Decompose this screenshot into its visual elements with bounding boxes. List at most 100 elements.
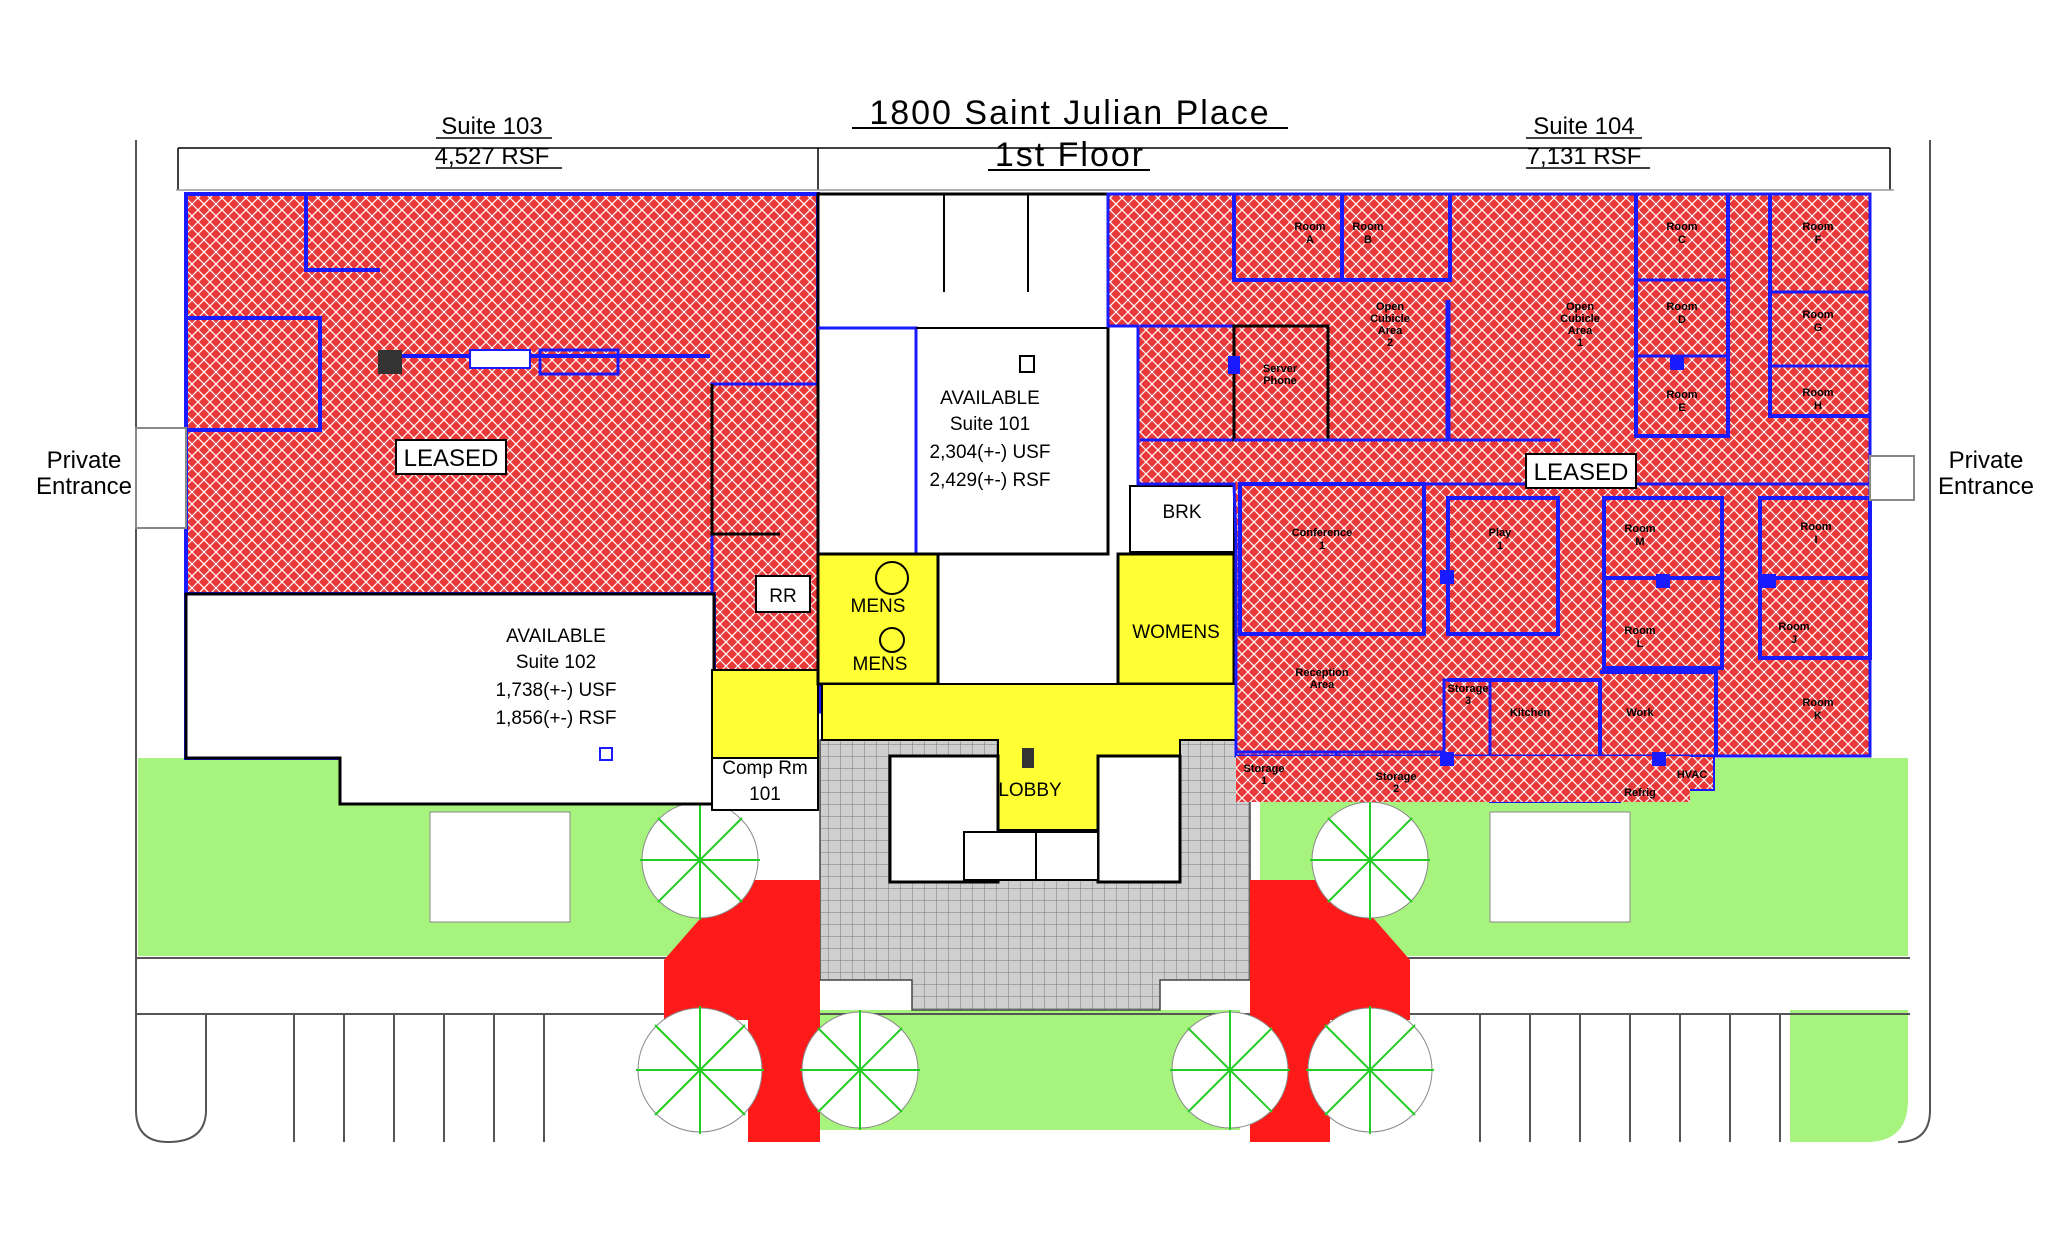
open2-l4: 2 — [1387, 337, 1393, 349]
suite-101-status: AVAILABLE — [940, 388, 1040, 409]
comp-rm-label: Comp Rm — [722, 758, 808, 779]
room-a-label: Room — [1294, 221, 1325, 233]
open1-l2: Cubicle — [1560, 313, 1600, 325]
parking — [135, 140, 1931, 1144]
suite-102-name: Suite 102 — [516, 652, 596, 673]
rr-box — [755, 575, 811, 613]
conference-l2: 1 — [1319, 540, 1325, 552]
open1-l3: Area — [1568, 325, 1593, 337]
room-k-label: Room — [1802, 697, 1833, 709]
suite-101-rsf: 2,429(+-) RSF — [930, 470, 1051, 491]
open2-l1: Open — [1376, 301, 1404, 313]
refrig-label: Refrig — [1624, 787, 1656, 799]
hvac-label: HVAC — [1677, 769, 1707, 781]
trees — [636, 800, 1434, 1134]
lobby-label: LOBBY — [998, 780, 1062, 801]
play-l1: Play — [1489, 527, 1513, 539]
room-g-label: Room — [1802, 309, 1833, 321]
room-b-label: Room — [1352, 221, 1383, 233]
leased-label-103: LEASED — [404, 445, 499, 472]
suite-102-usf: 1,738(+-) USF — [496, 680, 617, 701]
room-f-label: Room — [1802, 221, 1833, 233]
restrooms — [816, 552, 1236, 686]
suite-103-rsf: 4,527 RSF — [435, 143, 550, 170]
room-a-letter: A — [1306, 234, 1314, 246]
planter-left — [664, 880, 820, 1142]
suite-101 — [816, 192, 1140, 556]
suite-101-name: Suite 101 — [950, 414, 1030, 435]
storage1-l1: Storage — [1244, 763, 1285, 775]
brk-label: BRK — [1162, 502, 1201, 523]
room-k-letter: K — [1814, 710, 1822, 722]
entrance-right-line1: Private — [1949, 447, 2024, 474]
room-d-label: Room — [1666, 301, 1697, 313]
open2-l3: Area — [1378, 325, 1403, 337]
reception-l2: Area — [1310, 679, 1335, 691]
room-e-letter: E — [1678, 402, 1685, 414]
suite-101-usf: 2,304(+-) USF — [930, 442, 1051, 463]
suite-104-name: Suite 104 — [1533, 113, 1634, 140]
entrance-stubs — [135, 427, 1915, 529]
storage3-l2: 3 — [1465, 695, 1471, 707]
walkway-right — [1489, 811, 1631, 923]
storage1-l2: 1 — [1261, 775, 1267, 787]
leased-label-104: LEASED — [1534, 459, 1629, 486]
floor-title: 1st Floor — [995, 136, 1145, 174]
play-l2: 1 — [1497, 540, 1503, 552]
work-label: Work — [1626, 707, 1654, 719]
kitchen-label: Kitchen — [1510, 707, 1551, 719]
room-m-label: Room — [1624, 523, 1655, 535]
womens-label: WOMENS — [1132, 622, 1220, 643]
suite-103 — [184, 192, 822, 714]
server-l1: Server — [1263, 363, 1298, 375]
room-i-letter: I — [1814, 534, 1817, 546]
suite-102 — [184, 592, 819, 811]
mens-lower-label: MENS — [853, 654, 908, 675]
storage2-l2: 2 — [1393, 783, 1399, 795]
entrance-left-line1: Private — [47, 447, 122, 474]
mens-upper-label: MENS — [851, 596, 906, 617]
suite-103-name: Suite 103 — [441, 113, 542, 140]
open2-l2: Cubicle — [1370, 313, 1410, 325]
open1-l1: Open — [1566, 301, 1594, 313]
room-c-label: Room — [1666, 221, 1697, 233]
room-h-letter: H — [1814, 400, 1822, 412]
grass-corner — [1790, 1010, 1908, 1142]
lobby-area — [821, 683, 1237, 884]
room-m-letter: M — [1635, 536, 1644, 548]
entrance-left-line2: Entrance — [36, 473, 132, 500]
storage3-l1: Storage — [1448, 683, 1489, 695]
room-j-label: Room — [1778, 621, 1809, 633]
suite-104-room-labels: Room A Room B Room C Room D Room E Room … — [1244, 221, 1834, 799]
suite-102-rsf: 1,856(+-) RSF — [496, 708, 617, 729]
comp-room — [711, 669, 819, 761]
suite-104-rsf: 7,131 RSF — [1527, 143, 1642, 170]
room-l-label: Room — [1624, 625, 1655, 637]
room-b-letter: B — [1364, 234, 1372, 246]
room-j-letter: J — [1791, 634, 1797, 646]
storage2-l1: Storage — [1376, 771, 1417, 783]
break-room — [1129, 485, 1235, 553]
planter-right — [1250, 880, 1410, 1142]
room-f-letter: F — [1815, 234, 1822, 246]
comp-rm-number: 101 — [749, 784, 781, 805]
suite-102-status: AVAILABLE — [506, 626, 606, 647]
suite-104 — [1106, 192, 1872, 803]
room-e-label: Room — [1666, 389, 1697, 401]
reception-l1: Reception — [1295, 667, 1348, 679]
room-h-label: Room — [1802, 387, 1833, 399]
room-l-letter: L — [1637, 638, 1644, 650]
room-d-letter: D — [1678, 314, 1686, 326]
entrance-right-line2: Entrance — [1938, 473, 2034, 500]
rr-label: RR — [769, 586, 796, 607]
server-l2: Phone — [1263, 375, 1297, 387]
dimension-lines — [176, 147, 1894, 191]
building-title: 1800 Saint Julian Place — [869, 94, 1270, 132]
open1-l4: 1 — [1577, 337, 1583, 349]
room-i-label: Room — [1800, 521, 1831, 533]
conference-l1: Conference — [1292, 527, 1353, 539]
room-c-letter: C — [1678, 234, 1686, 246]
walkway-left — [429, 811, 571, 923]
room-g-letter: G — [1814, 322, 1823, 334]
